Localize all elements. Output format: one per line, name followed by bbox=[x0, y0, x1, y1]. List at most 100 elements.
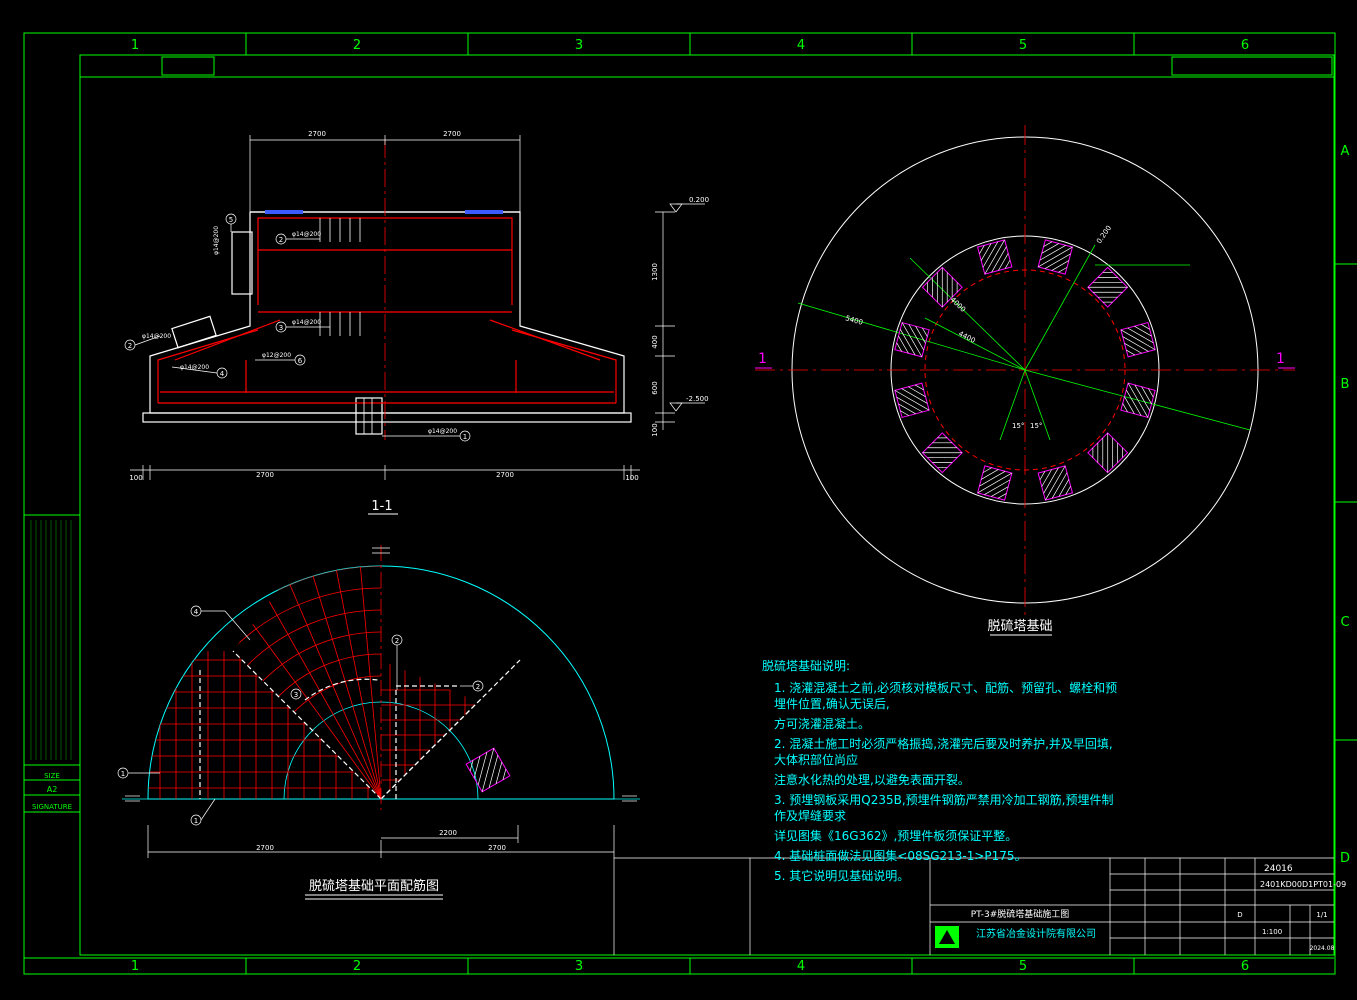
column-label: 6 bbox=[1241, 959, 1249, 974]
foundation-notes: 脱硫塔基础说明: 1. 浇灌混凝土之前,必须核对模板尺寸、配筋、预留孔、螺栓和预… bbox=[762, 658, 1122, 888]
radius-label: 5400 bbox=[844, 314, 863, 327]
circle-view: 5400 4400 4000 15° 15° 0.200 1 1 脱硫塔基础 bbox=[755, 125, 1295, 636]
drawing-number: 2401KD00D1PT01-09 bbox=[1260, 880, 1346, 889]
callout-number: 3 bbox=[279, 324, 283, 332]
drawing-title: PT-3#脱硫塔基础施工图 bbox=[971, 908, 1070, 920]
column-label: 4 bbox=[797, 38, 805, 53]
margin-notes bbox=[30, 520, 72, 760]
anchor-plate bbox=[921, 266, 963, 308]
callout-number: 5 bbox=[229, 216, 233, 224]
plan-view: 4 2 3 2 1 1 2700 2200 2700 脱硫塔基础平面配筋图 bbox=[117, 545, 640, 900]
rebar-label: φ14@200 bbox=[292, 231, 321, 238]
section-view: 2700 2700 100 2700 2700 100 1300 400 600… bbox=[124, 130, 709, 515]
column-label: 5 bbox=[1019, 38, 1027, 53]
callout-number: 2 bbox=[476, 683, 480, 691]
column-label: 4 bbox=[797, 959, 805, 974]
plan-title: 脱硫塔基础平面配筋图 bbox=[309, 878, 439, 894]
circle-title: 脱硫塔基础 bbox=[987, 619, 1052, 634]
callout-number: 2 bbox=[279, 236, 283, 244]
note-item: 3. 预埋钢板采用Q235B,预埋件钢筋严禁用冷加工钢筋,预埋件制作及焊缝要求 bbox=[774, 793, 1114, 823]
drawing-frame bbox=[23, 32, 1357, 975]
stage: D bbox=[1237, 911, 1242, 919]
dim-text: 100 bbox=[129, 474, 142, 482]
column-label: 3 bbox=[575, 38, 583, 53]
column-label: 2 bbox=[353, 38, 361, 53]
column-label: 6 bbox=[1241, 38, 1249, 53]
rebar-label: φ14@200 bbox=[180, 364, 209, 371]
dim-text: 1300 bbox=[651, 263, 659, 281]
anchor-plate bbox=[976, 465, 1013, 501]
callout-number: 4 bbox=[220, 370, 225, 378]
column-label: 2 bbox=[353, 959, 361, 974]
note-item: 注意水化热的处理,以避免表面开裂。 bbox=[774, 773, 970, 787]
dim-text: 2700 bbox=[256, 471, 274, 479]
anchor-plate bbox=[1087, 266, 1129, 308]
dim-text: 2700 bbox=[496, 471, 514, 479]
signature-label: SIGNATURE bbox=[32, 803, 72, 811]
rebar-label: φ14@200 bbox=[428, 428, 457, 435]
callout-number: 1 bbox=[121, 770, 125, 778]
dim-text: 2700 bbox=[256, 844, 274, 852]
rebar-label: φ12@200 bbox=[262, 352, 291, 359]
elevation-bottom: -2.500 bbox=[686, 395, 709, 403]
anchor-plate bbox=[1037, 239, 1074, 275]
elevation-mark: 0.200 bbox=[1095, 224, 1113, 245]
dim-text: 400 bbox=[651, 335, 659, 348]
notes-heading: 脱硫塔基础说明: bbox=[762, 659, 851, 673]
note-item: 5. 其它说明见基础说明。 bbox=[774, 869, 910, 883]
section-mark: 1 bbox=[1276, 351, 1285, 367]
section-mark: 1 bbox=[758, 351, 767, 367]
column-label: 1 bbox=[131, 38, 139, 53]
callout-number: 2 bbox=[128, 342, 132, 350]
project-number: 24016 bbox=[1264, 864, 1293, 874]
title-block bbox=[613, 857, 1334, 955]
dim-text: 2700 bbox=[443, 130, 461, 138]
anchor-plate bbox=[1120, 382, 1156, 419]
dim-text: 2200 bbox=[439, 829, 457, 837]
note-item: 1. 浇灌混凝土之前,必须核对模板尺寸、配筋、预留孔、螺栓和预埋件位置,确认无误… bbox=[774, 681, 1118, 711]
rebar-label: φ14@200 bbox=[142, 333, 171, 340]
callout-number: 2 bbox=[395, 637, 399, 645]
dim-text: 2700 bbox=[308, 130, 326, 138]
row-label: A bbox=[1341, 144, 1350, 159]
row-label: D bbox=[1340, 851, 1350, 866]
angle-label: 15° bbox=[1030, 422, 1042, 430]
dim-text: 2700 bbox=[488, 844, 506, 852]
section-title: 1-1 bbox=[371, 499, 392, 514]
radius-label: 4400 bbox=[957, 330, 977, 345]
note-item: 2. 混凝土施工时必须严格振捣,浇灌完后要及时养护,并及早回填,大体积部位尚应 bbox=[774, 737, 1113, 767]
note-item: 4. 基础桩面做法见图集<08SG213-1>P175。 bbox=[774, 849, 1027, 863]
note-item: 详见图集《16G362》,预埋件板须保证平整。 bbox=[774, 829, 1018, 843]
company-name: 江苏省冶金设计院有限公司 bbox=[976, 927, 1096, 940]
elevation-top: 0.200 bbox=[689, 196, 709, 204]
size-value: A2 bbox=[47, 785, 58, 794]
dim-text: 100 bbox=[651, 423, 659, 436]
callout-number: 6 bbox=[298, 357, 303, 365]
callout-number: 3 bbox=[294, 691, 298, 699]
anchor-plate bbox=[1120, 321, 1156, 358]
anchor-plate bbox=[1037, 465, 1074, 501]
callout-number: 4 bbox=[194, 608, 199, 616]
column-label: 5 bbox=[1019, 959, 1027, 974]
rebar-label: φ14@200 bbox=[292, 319, 321, 326]
column-label: 3 bbox=[575, 959, 583, 974]
callout-number: 1 bbox=[194, 817, 198, 825]
company-logo bbox=[935, 926, 959, 948]
size-label: SIZE bbox=[44, 772, 60, 780]
date: 2024.08 bbox=[1310, 945, 1335, 952]
row-label: B bbox=[1341, 377, 1350, 392]
rebar-label: φ14@200 bbox=[213, 226, 220, 255]
dim-text: 600 bbox=[651, 381, 659, 394]
row-label: C bbox=[1340, 615, 1349, 630]
anchor-plate bbox=[1087, 432, 1129, 474]
note-item: 方可浇灌混凝土。 bbox=[774, 717, 871, 731]
callout-number: 1 bbox=[463, 433, 467, 441]
dim-text: 100 bbox=[625, 474, 638, 482]
sheet-number: 1/1 bbox=[1316, 911, 1327, 919]
scale: 1:100 bbox=[1262, 928, 1282, 936]
column-label: 1 bbox=[131, 959, 139, 974]
angle-label: 15° bbox=[1012, 422, 1024, 430]
anchor-plate bbox=[921, 432, 963, 474]
anchor-plate bbox=[894, 382, 930, 419]
